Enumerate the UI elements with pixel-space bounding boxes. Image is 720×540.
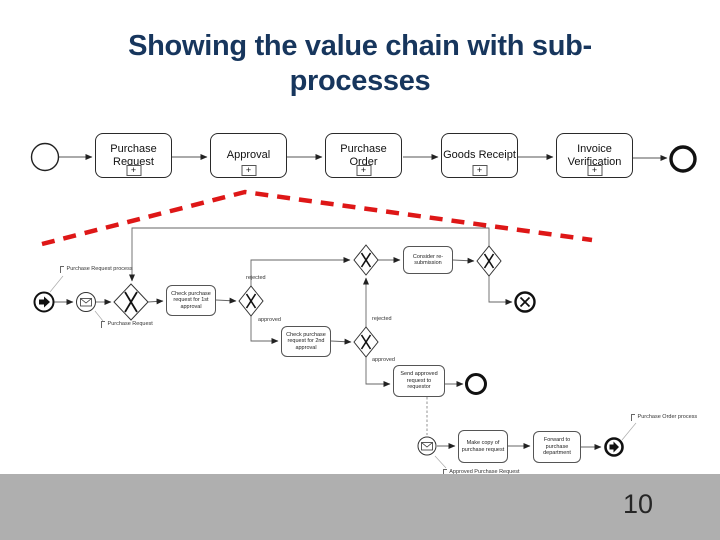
page-title-line1: Showing the value chain with sub- (128, 30, 592, 62)
exclusive-gateway-3-icon (353, 244, 379, 276)
subprocess-plus-marker: + (356, 165, 371, 176)
subprocess-plus-marker: + (472, 165, 487, 176)
message-event2-icon (417, 436, 437, 456)
annotation-text: Purchase Order process (637, 414, 698, 420)
exclusive-gateway-1-icon (113, 283, 149, 321)
chain-stage-purchase-order: Purchase Order + (325, 133, 402, 178)
subprocess-plus-marker: + (126, 165, 141, 176)
task-check-first-approval: Check purchase request for 1st approval (166, 285, 216, 316)
value-chain-connectors (59, 154, 668, 161)
task-send-approved-request: Send approved request to requestor (393, 365, 445, 397)
subprocess-connectors (54, 227, 602, 450)
annotation-text: Purchase Request process (66, 266, 133, 272)
message-start-event-icon (76, 292, 96, 312)
chain-end-event (669, 145, 697, 173)
subprocess-plus-marker: + (587, 165, 602, 176)
page-number: 10 (622, 489, 654, 519)
chain-stage-label: Purchase Order (340, 143, 387, 168)
annotation-bracket-icon (101, 321, 105, 328)
edge-label-rejected-2: rejected (372, 316, 392, 322)
annotation-purchase-request-process: Purchase Request process (60, 266, 133, 273)
chain-stage-goods-receipt: Goods Receipt + (441, 133, 518, 178)
page-title: Showing the value chain with sub- proces… (0, 29, 720, 99)
chain-start-event (30, 142, 60, 172)
task-forward-to-purchase-dept: Forward to purchase department (533, 431, 581, 463)
annotation-bracket-icon (631, 414, 635, 421)
chain-stage-approval: Approval + (210, 133, 287, 178)
chain-stage-label: Approval (226, 149, 271, 162)
annotation-text: Approved Purchase Request (449, 469, 520, 475)
chain-stage-label: Purchase Request (110, 143, 157, 168)
task-check-second-approval: Check purchase request for 2nd approval (281, 326, 331, 357)
annotation-purchase-order-process: Purchase Order process (631, 414, 697, 421)
edge-label-approved-2: approved (372, 357, 395, 363)
annotation-bracket-icon (443, 469, 447, 476)
chain-stage-label: Goods Receipt (443, 149, 516, 162)
annotation-bracket-icon (60, 266, 64, 273)
subprocess-plus-marker: + (241, 165, 256, 176)
task-make-copy: Make copy of purchase request (458, 430, 508, 463)
annotation-leader-lines (49, 275, 637, 469)
annotation-text: Purchase Request (107, 321, 153, 327)
start-link-event-icon (33, 291, 55, 313)
chain-stage-purchase-request: Purchase Request + (95, 133, 172, 178)
cancel-end-event-icon (514, 291, 536, 313)
exclusive-gateway-4-icon (476, 245, 502, 277)
edge-label-rejected-1: rejected (246, 275, 266, 281)
exclusive-gateway-2-icon (238, 285, 264, 317)
edge-label-approved-1: approved (258, 317, 281, 323)
exclusive-gateway-5-icon (353, 326, 379, 358)
annotation-approved-purchase-request: Approved Purchase Request (443, 469, 520, 476)
footer-bar (0, 474, 720, 540)
annotation-purchase-request: Purchase Request (101, 321, 153, 328)
page-title-line2: processes (289, 65, 431, 97)
task-consider-resubmission: Consider re-submission (403, 246, 453, 274)
link-end-event-icon (604, 437, 624, 457)
subprocess-expansion-line (41, 189, 593, 247)
end-event-icon (465, 373, 487, 395)
chain-stage-invoice-verification: Invoice Verification + (556, 133, 633, 178)
chain-stage-label: Invoice Verification (567, 143, 622, 168)
